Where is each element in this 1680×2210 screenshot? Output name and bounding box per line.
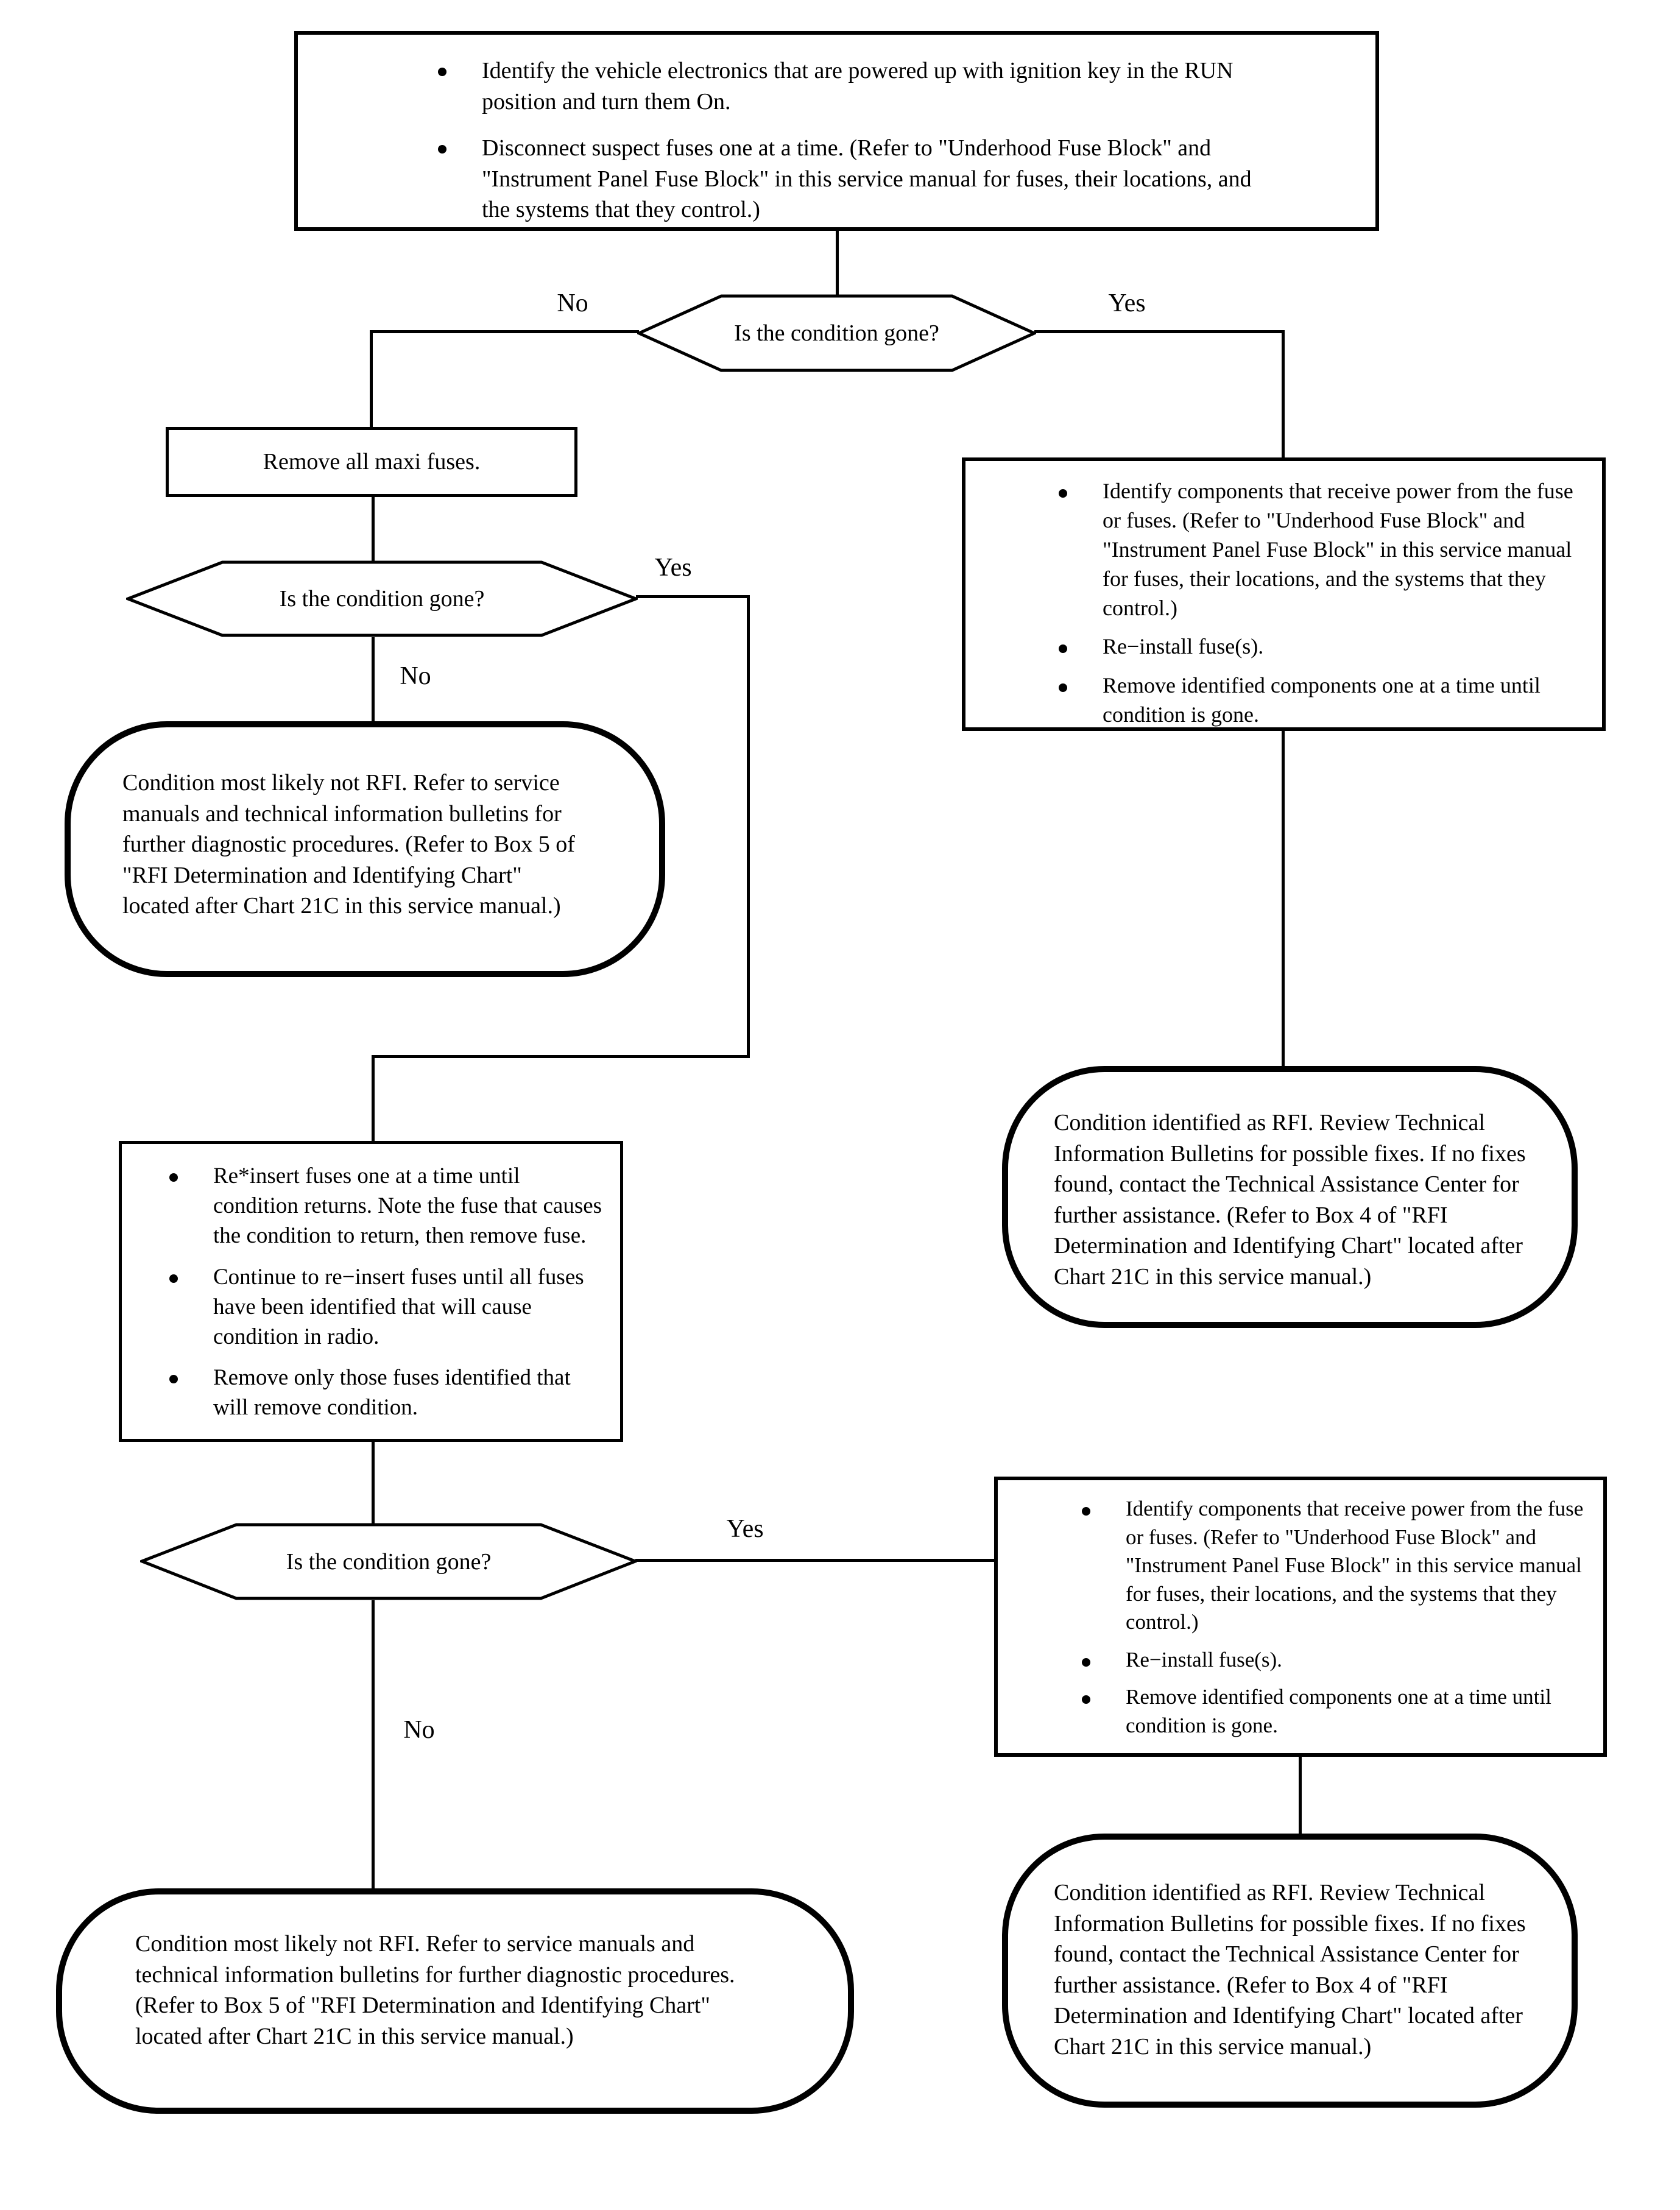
top-instruction-item: Disconnect suspect fuses one at a time. … (438, 133, 1274, 225)
hexagon-shape (637, 294, 1036, 372)
decision-2-no-label: No (400, 662, 431, 690)
decision-2-yes-label: Yes (654, 554, 692, 582)
connector-decision1-no-horizontal (370, 330, 639, 333)
identify-components-item: Re−install fuse(s). (1059, 632, 1584, 662)
connector-decision3-yes-horizontal (635, 1559, 996, 1562)
identify-components-box-1: Identify components that receive power f… (962, 457, 1606, 731)
hexagon-shape (140, 1523, 637, 1600)
decision-3-question: Is the condition gone? (286, 1548, 492, 1575)
decision-1-hexagon: Is the condition gone? (637, 294, 1036, 372)
reinsert-fuses-item: Continue to re−insert fuses until all fu… (169, 1262, 603, 1352)
reinsert-fuses-item: Re*insert fuses one at a time until cond… (169, 1161, 603, 1251)
rfi-terminal-1: Condition identified as RFI. Review Tech… (1002, 1066, 1578, 1328)
decision-3-no-label: No (403, 1716, 435, 1744)
remove-maxi-fuses-box: Remove all maxi fuses. (166, 427, 577, 497)
identify-components-box-2: Identify components that receive power f… (994, 1477, 1607, 1757)
connector-decision1-no-vertical (370, 330, 373, 429)
connector-identify1-to-rfi1 (1282, 731, 1285, 1068)
identify-components-item: Re−install fuse(s). (1082, 1646, 1588, 1675)
not-rfi-terminal-1: Condition most likely not RFI. Refer to … (65, 721, 665, 977)
identify-components-item: Remove identified components one at a ti… (1082, 1683, 1588, 1740)
decision-3-hexagon: Is the condition gone? (140, 1523, 637, 1600)
reinsert-fuses-item: Remove only those fuses identified that … (169, 1363, 603, 1422)
identify-components-item: Remove identified components one at a ti… (1059, 671, 1584, 730)
reinsert-fuses-box: Re*insert fuses one at a time until cond… (119, 1141, 623, 1442)
remove-maxi-fuses-text: Remove all maxi fuses. (263, 449, 481, 475)
connector-decision1-yes-horizontal (1034, 330, 1284, 333)
connector-decision2-yes-vertical (747, 595, 750, 1058)
identify-components-item: Identify components that receive power f… (1059, 477, 1584, 623)
connector-removebox-to-decision2 (372, 497, 375, 563)
top-instruction-item: Identify the vehicle electronics that ar… (438, 55, 1255, 117)
connector-decision2-yes-horizontal-2 (372, 1055, 750, 1058)
connector-topbox-to-decision1 (836, 231, 839, 299)
connector-identify2-to-rfi2 (1299, 1757, 1302, 1836)
decision-1-no-label: No (557, 289, 588, 317)
not-rfi-terminal-2-text: Condition most likely not RFI. Refer to … (135, 1931, 735, 2049)
rfi-terminal-1-text: Condition identified as RFI. Review Tech… (1054, 1110, 1526, 1290)
not-rfi-terminal-2: Condition most likely not RFI. Refer to … (56, 1888, 854, 2114)
connector-decision2-no-vertical (372, 637, 375, 724)
not-rfi-terminal-1-text: Condition most likely not RFI. Refer to … (122, 770, 575, 919)
connector-to-reinsert-box (372, 1055, 375, 1143)
hexagon-shape (126, 560, 638, 637)
decision-1-yes-label: Yes (1108, 289, 1146, 317)
rfi-terminal-2-text: Condition identified as RFI. Review Tech… (1054, 1880, 1526, 2060)
rfi-terminal-2: Condition identified as RFI. Review Tech… (1002, 1834, 1578, 2108)
decision-2-hexagon: Is the condition gone? (126, 560, 638, 637)
top-instructions-box: Identify the vehicle electronics that ar… (294, 31, 1379, 231)
connector-reinsert-to-decision3 (372, 1442, 375, 1525)
decision-3-yes-label: Yes (726, 1515, 764, 1543)
decision-1-question: Is the condition gone? (734, 320, 939, 346)
decision-2-question: Is the condition gone? (279, 586, 485, 612)
identify-components-item: Identify components that receive power f… (1082, 1495, 1588, 1637)
connector-decision1-yes-vertical (1282, 330, 1285, 460)
connector-decision3-no-vertical (372, 1600, 375, 1891)
connector-decision2-yes-horizontal (636, 595, 750, 598)
